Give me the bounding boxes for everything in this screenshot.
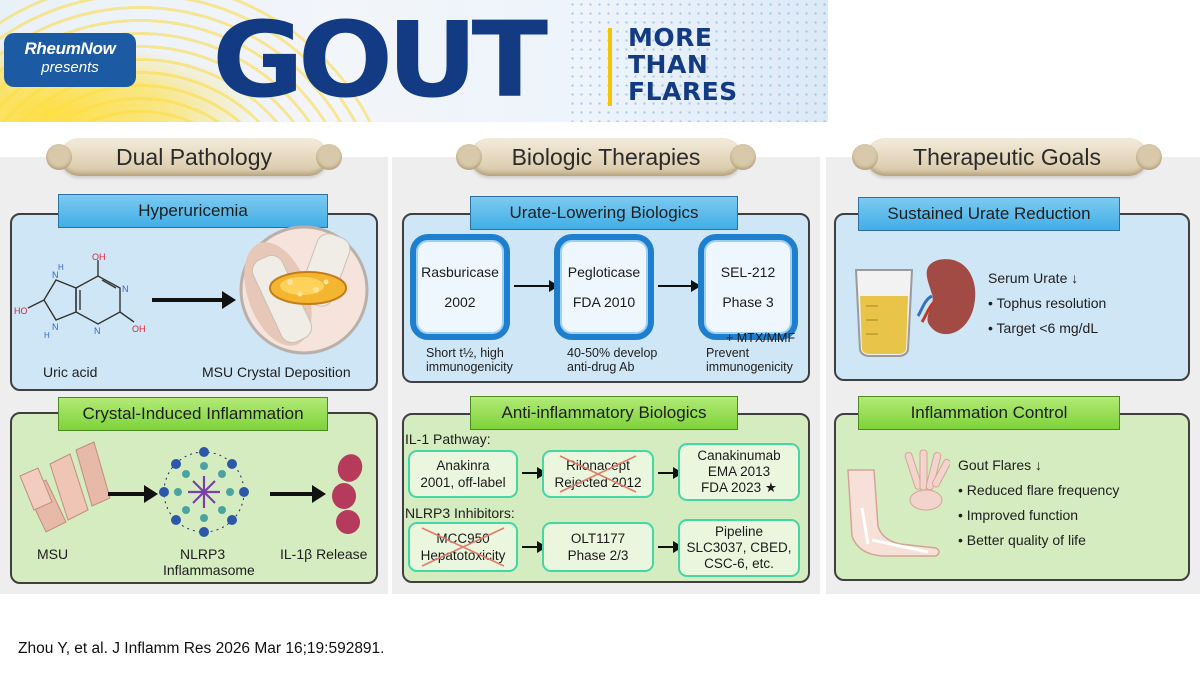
pipeline-card: Pipeline SLC3037, CBED, CSC-6, etc. (678, 519, 800, 577)
pegloticase-note: 40-50% develop anti-drug Ab (567, 346, 658, 374)
card-line: Canakinumab (697, 448, 781, 463)
sel212-extra: + MTX/MMF (726, 331, 796, 345)
atom-label: HO (14, 306, 28, 316)
arrow-right-icon (152, 291, 236, 309)
bullet-item: Better quality of life (958, 528, 1119, 553)
rasburicase-card: Rasburicase 2002 (410, 234, 510, 340)
inflammation-title: Crystal-Induced Inflammation (58, 397, 328, 431)
anakinra-card: Anakinra 2001, off-label (408, 450, 518, 498)
atom-label: H (44, 331, 50, 340)
tagline-line: THAN (628, 50, 709, 79)
bullet-item: Target <6 mg/dL (988, 316, 1106, 341)
atom-label: H (58, 263, 64, 272)
card-line: 2001, off-label (420, 475, 506, 490)
header-banner: RheumNow presents GOUT MORE THAN FLARES (0, 0, 828, 122)
drug-detail: Phase 3 (722, 294, 774, 310)
joint-crystal-icon (239, 225, 369, 355)
rilonacept-card: Rilonacept Rejected 2012 (542, 450, 654, 498)
arrow-right-icon (658, 280, 701, 292)
card-line: Rejected 2012 (554, 475, 642, 490)
section-title-goals: Therapeutic Goals (852, 138, 1162, 176)
atom-label: N (122, 284, 129, 294)
arrow-right-icon (522, 467, 547, 479)
il1-release-label: IL-1β Release (280, 546, 368, 562)
msu-deposition-label: MSU Crystal Deposition (202, 364, 351, 380)
pegloticase-card: Pegloticase FDA 2010 (554, 234, 654, 340)
brand-name: RheumNow (24, 39, 116, 58)
card-line: Hepatotoxicity (420, 548, 506, 563)
inflammation-control-title: Inflammation Control (858, 396, 1120, 430)
arrow-right-icon (108, 485, 158, 503)
card-line: MCC950 (436, 531, 490, 546)
card-line: EMA 2013 (707, 464, 771, 479)
gout-flares-headline: Gout Flares ↓ (958, 457, 1043, 473)
rheumnow-logo: RheumNow presents (4, 33, 136, 87)
atom-label: N (52, 322, 59, 332)
atom-label: OH (92, 252, 106, 262)
atom-label: N (52, 270, 59, 280)
bullet-item: Improved function (958, 503, 1119, 528)
card-line: SLC3037, CBED, (686, 540, 792, 555)
card-line: CSC-6, etc. (704, 556, 774, 571)
arrow-right-icon (514, 280, 559, 292)
il1-beta-release-icon (332, 454, 363, 534)
anti-inflammatory-title: Anti-inflammatory Biologics (470, 396, 738, 430)
arrow-right-icon (522, 541, 547, 553)
nlrp3-label: NLRP3 (180, 546, 226, 562)
msu-label: MSU (37, 546, 69, 562)
drug-detail: 2002 (444, 294, 476, 310)
drug-name: Pegloticase (567, 264, 641, 280)
drug-detail: FDA 2010 (572, 294, 636, 310)
sel212-note: Prevent immunogenicity (706, 346, 793, 374)
urate-bullets: Tophus resolution Target <6 mg/dL (988, 291, 1107, 341)
arrow-right-icon (270, 485, 326, 503)
foot-hand-bones-icon (847, 449, 950, 557)
atom-label: OH (132, 324, 146, 334)
tagline-line: MORE (628, 23, 713, 52)
card-line: Rilonacept (566, 458, 630, 473)
msu-crystals-icon (19, 441, 111, 533)
banner-tagline: MORE THAN FLARES (628, 24, 738, 105)
card-line: OLT1177 (570, 531, 626, 546)
bullet-item: Tophus resolution (988, 291, 1107, 316)
urate-reduction-title: Sustained Urate Reduction (858, 197, 1120, 231)
urate-lowering-title: Urate-Lowering Biologics (470, 196, 738, 230)
inflammasome-label: Inflammasome (163, 562, 255, 578)
drug-name: SEL-212 (720, 264, 776, 280)
uric-acid-molecule-icon: OH HO OH N N N H H N (14, 252, 146, 340)
sel212-card: SEL-212 Phase 3 (698, 234, 798, 340)
nlrp3-inhibitors-heading: NLRP3 Inhibitors: (405, 505, 515, 521)
olt1177-card: OLT1177 Phase 2/3 (542, 522, 654, 572)
banner-title: GOUT (212, 0, 548, 121)
uric-acid-label: Uric acid (43, 364, 98, 380)
nlrp3-inflammasome-icon (159, 447, 249, 537)
citation-text: Zhou Y, et al. J Inflamm Res 2026 Mar 16… (18, 640, 385, 657)
serum-urate-headline: Serum Urate ↓ (988, 270, 1079, 286)
section-title-therapies: Biologic Therapies (456, 138, 756, 176)
arrow-right-icon (658, 541, 683, 553)
mcc950-card: MCC950 Hepatotoxicity (408, 522, 518, 572)
flare-bullets: Reduced flare frequency Improved functio… (958, 478, 1120, 553)
drug-name: Rasburicase (421, 264, 499, 280)
atom-label: N (94, 326, 101, 336)
beaker-kidney-icon (854, 259, 976, 357)
tagline-line: FLARES (628, 77, 738, 106)
banner-divider (608, 28, 612, 106)
section-title-pathology: Dual Pathology (46, 138, 342, 176)
bullet-item: Reduced flare frequency (958, 478, 1120, 503)
canakinumab-card: Canakinumab EMA 2013 FDA 2023 ★ (678, 443, 800, 501)
card-line: Anakinra (436, 458, 490, 473)
card-line: Phase 2/3 (567, 548, 629, 563)
card-line: FDA 2023 ★ (701, 480, 777, 495)
rasburicase-note: Short t½, high immunogenicity (426, 346, 513, 374)
hyperuricemia-title: Hyperuricemia (58, 194, 328, 228)
il1-pathway-heading: IL-1 Pathway: (405, 431, 491, 447)
arrow-right-icon (658, 467, 683, 479)
card-line: Pipeline (714, 524, 764, 539)
brand-sub: presents (41, 59, 99, 76)
